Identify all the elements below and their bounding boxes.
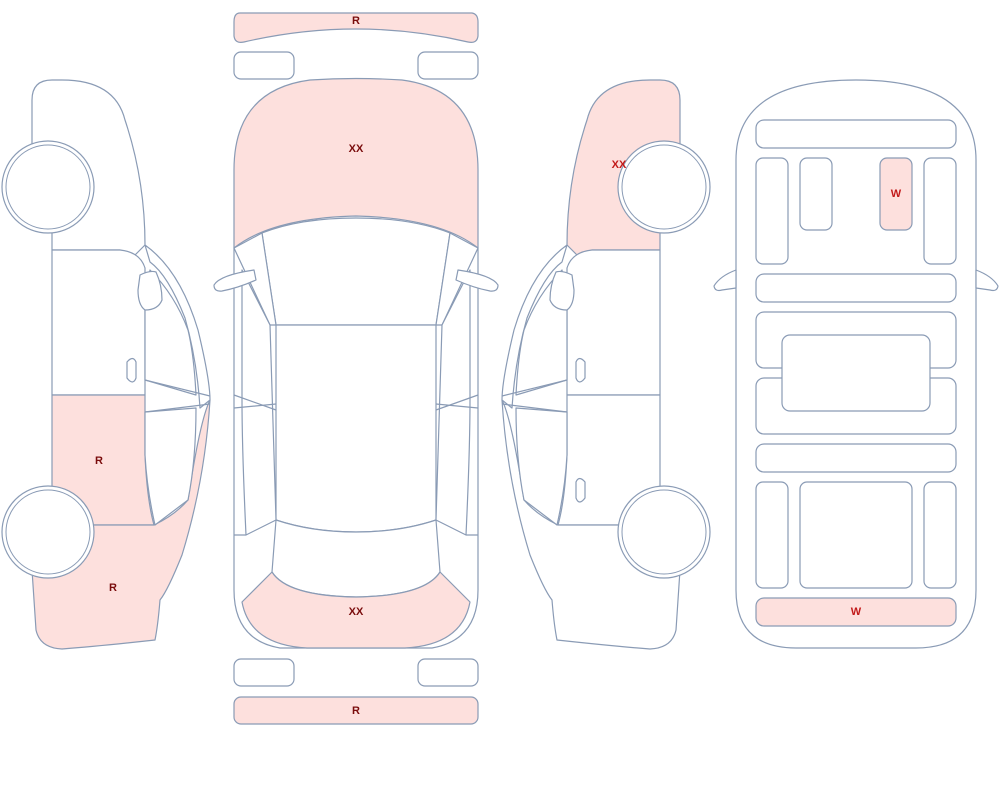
hood-label: XX — [349, 143, 364, 155]
right-rear-wheel-rim — [621, 489, 707, 575]
trunk-left-side[interactable] — [755, 481, 789, 589]
left-pillar-line — [144, 379, 211, 413]
front-left-light[interactable] — [233, 51, 295, 80]
left-top-mirror[interactable] — [213, 269, 257, 292]
right-rear-window[interactable] — [515, 407, 568, 526]
left-roof-rail[interactable] — [144, 244, 211, 409]
left-rear-door-label: R — [95, 455, 103, 467]
rear-window[interactable] — [241, 571, 471, 649]
trunk-sill[interactable] — [755, 597, 957, 627]
left-front-handle[interactable] — [126, 357, 137, 383]
trunk-right-side[interactable] — [923, 481, 957, 589]
right-front-fender-label: XX — [612, 159, 627, 171]
driver-seat-left[interactable] — [755, 157, 789, 265]
front-bumper[interactable] — [233, 12, 479, 43]
rear-right-light[interactable] — [417, 658, 479, 687]
interior-left-mirror[interactable] — [713, 269, 737, 292]
right-door-seam — [435, 394, 479, 536]
interior-view: W W — [713, 79, 999, 649]
top-view: R XX XX R — [213, 12, 499, 725]
left-side-view: R R — [1, 79, 211, 650]
left-rear-window[interactable] — [144, 407, 197, 526]
right-front-wheel-rim — [621, 144, 707, 230]
rear-window-label: XX — [349, 606, 364, 618]
passenger-seat-right[interactable] — [923, 157, 957, 265]
interior-seat-label: W — [891, 188, 902, 200]
right-side-view: XX — [501, 79, 711, 650]
left-door-seam — [233, 394, 277, 536]
roof[interactable] — [275, 324, 437, 533]
right-rear-wheel[interactable] — [617, 485, 711, 579]
right-front-handle[interactable] — [575, 357, 586, 383]
right-mirror[interactable] — [549, 270, 575, 311]
right-roof-rail[interactable] — [501, 244, 568, 409]
passenger-seat-cushion[interactable] — [879, 157, 913, 231]
rear-left-light[interactable] — [233, 658, 295, 687]
trunk-deck[interactable] — [271, 519, 441, 598]
left-mirror[interactable] — [137, 270, 163, 311]
rear-bumper-label: R — [352, 705, 360, 717]
center-console[interactable] — [799, 157, 833, 231]
rear-bumper[interactable] — [233, 696, 479, 725]
left-rear-wheel[interactable] — [1, 485, 95, 579]
front-right-light[interactable] — [417, 51, 479, 80]
right-pillar-line — [501, 379, 568, 413]
hood[interactable] — [233, 77, 479, 249]
front-seat-backs[interactable] — [755, 273, 957, 303]
right-rear-handle[interactable] — [575, 477, 586, 503]
rear-armrest[interactable] — [781, 334, 931, 412]
interior-right-mirror[interactable] — [975, 269, 999, 292]
left-rear-wheel-rim — [5, 489, 91, 575]
left-front-wheel[interactable] — [1, 140, 95, 234]
right-front-wheel[interactable] — [617, 140, 711, 234]
dashboard[interactable] — [755, 119, 957, 149]
interior-trunk-label: W — [851, 606, 862, 618]
left-rear-quarter-label: R — [109, 582, 117, 594]
trunk-floor[interactable] — [799, 481, 913, 589]
right-top-mirror[interactable] — [455, 269, 499, 292]
windshield[interactable] — [261, 217, 451, 326]
left-front-wheel-rim — [5, 144, 91, 230]
rear-shelf[interactable] — [755, 443, 957, 473]
front-bumper-label: R — [352, 15, 360, 27]
